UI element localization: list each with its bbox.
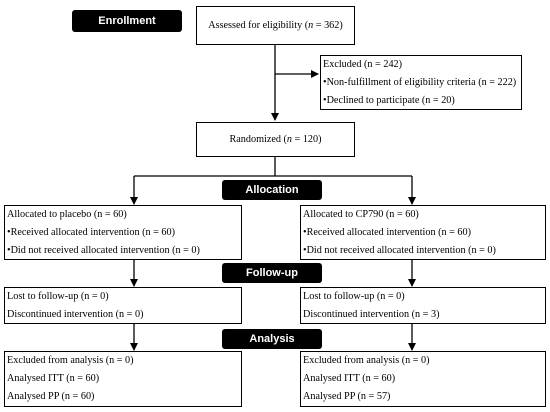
placebo-not-received: •Did not received allocated intervention… [7,245,200,256]
excluded-box: Excluded (n = 242) •Non-fulfillment of e… [320,55,522,110]
cp790-discontinued: Discontinued intervention (n = 3) [303,309,440,320]
randomized-box: Randomized (n = 120) [196,122,355,157]
cp790-allocation-box: Allocated to CP790 (n = 60) •Received al… [300,205,546,260]
placebo-pp: Analysed PP (n = 60) [7,391,95,402]
excluded-title: Excluded (n = 242) [323,59,403,70]
stage-label-enrollment: Enrollment [72,10,182,32]
cp790-received: •Received allocated intervention (n = 60… [303,227,472,238]
placebo-followup-box: Lost to follow-up (n = 0) Discontinued i… [4,287,242,324]
cp790-excluded-analysis: Excluded from analysis (n = 0) [303,355,430,366]
cp790-analysis-box: Excluded from analysis (n = 0) Analysed … [300,351,546,407]
assessed-box: Assessed for eligibility (n = 362) [196,6,355,45]
cp790-not-received: •Did not received allocated intervention… [303,245,496,256]
excluded-reason-1: •Non-fulfillment of eligibility criteria… [323,77,517,88]
cp790-allocated: Allocated to CP790 (n = 60) [303,209,419,220]
cp790-followup-box: Lost to follow-up (n = 0) Discontinued i… [300,287,546,324]
placebo-analysis-box: Excluded from analysis (n = 0) Analysed … [4,351,242,407]
cp790-pp: Analysed PP (n = 57) [303,391,391,402]
placebo-allocation-box: Allocated to placebo (n = 60) •Received … [4,205,242,260]
placebo-itt: Analysed ITT (n = 60) [7,373,100,384]
stage-label-analysis: Analysis [222,329,322,349]
placebo-received: •Received allocated intervention (n = 60… [7,227,176,238]
cp790-itt: Analysed ITT (n = 60) [303,373,396,384]
cp790-lost: Lost to follow-up (n = 0) [303,291,405,302]
placebo-allocated: Allocated to placebo (n = 60) [7,209,127,220]
placebo-lost: Lost to follow-up (n = 0) [7,291,109,302]
placebo-excluded-analysis: Excluded from analysis (n = 0) [7,355,134,366]
stage-label-follow-up: Follow-up [222,263,322,283]
excluded-reason-2: •Declined to participate (n = 20) [323,95,455,106]
assessed-text: Assessed for eligibility (n = 362) [208,19,343,31]
randomized-text: Randomized (n = 120) [229,133,322,145]
stage-label-allocation: Allocation [222,180,322,200]
placebo-discontinued: Discontinued intervention (n = 0) [7,309,144,320]
